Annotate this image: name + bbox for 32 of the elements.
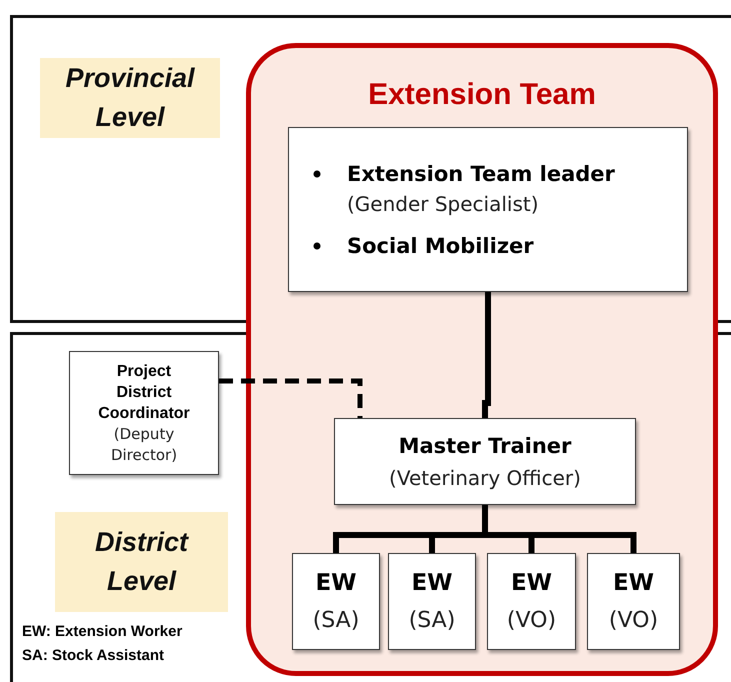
role-text: (Deputy Director) <box>110 424 178 466</box>
master-trainer-box <box>334 418 636 505</box>
extension-worker-box <box>292 553 380 650</box>
level-label <box>40 58 220 138</box>
role-text: (VO) <box>506 606 556 634</box>
role-title: EW <box>510 568 552 598</box>
role-title: EW <box>411 568 453 598</box>
extension-worker-box <box>388 553 476 650</box>
extension-team-container <box>246 43 718 676</box>
extension-worker-box <box>487 553 576 650</box>
role-text: (SA) <box>312 606 360 634</box>
role-text: (VO) <box>608 606 658 634</box>
level-text: District Level <box>94 526 190 598</box>
role-title: Project District Coordinator <box>97 362 191 424</box>
legend-note: EW: Extension Worker <box>22 622 182 642</box>
team-leader-box <box>288 127 688 292</box>
role-title: EW <box>612 568 654 598</box>
role-text: (Gender Specialist) <box>347 190 539 218</box>
role-title: Master Trainer <box>398 432 572 460</box>
connector-line <box>482 292 491 418</box>
team-title: Extension Team <box>368 78 596 112</box>
level-text: Provincial Level <box>64 62 196 134</box>
role-text: (Veterinary Officer) <box>389 464 581 492</box>
extension-worker-box <box>587 553 680 650</box>
bullet-item: Extension Team leader <box>347 158 615 188</box>
coordinator-box <box>69 351 219 475</box>
bullet-item: Social Mobilizer <box>347 230 534 260</box>
level-label <box>55 512 228 612</box>
role-title: EW <box>315 568 357 598</box>
legend-note: SA: Stock Assistant <box>22 646 164 666</box>
role-text: (SA) <box>408 606 456 634</box>
dashed-connector <box>219 378 362 418</box>
